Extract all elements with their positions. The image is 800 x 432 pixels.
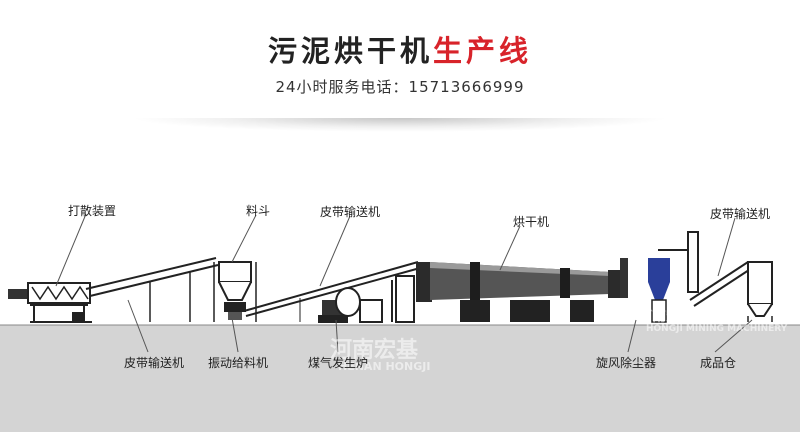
label-belt-conveyor-right: 皮带输送机 — [710, 207, 771, 221]
production-line-drawing — [0, 213, 800, 432]
rotary-dryer — [416, 262, 626, 322]
label-cyclone-collector: 旋风除尘器 — [596, 356, 657, 370]
breaker-machine — [8, 282, 92, 323]
label-gas-generator: 煤气发生炉 — [308, 356, 369, 370]
label-vibrating-feeder: 振动给料机 — [208, 356, 269, 370]
belt-conveyor-1 — [85, 257, 219, 322]
label-breaker: 打散装置 — [68, 204, 117, 218]
service-hotline: 24小时服务电话：15713666999 — [275, 78, 525, 96]
page-header: 污泥烘干机生产线 24小时服务电话：15713666999 — [0, 0, 800, 140]
hopper-and-feeder — [213, 261, 257, 322]
label-product-bin: 成品仓 — [700, 356, 737, 370]
page-title: 污泥烘干机生产线 — [0, 28, 800, 70]
belt-conveyor-2 — [243, 261, 421, 322]
label-hopper: 料斗 — [246, 204, 271, 218]
cyclone-dust-collector — [620, 231, 699, 323]
watermark-en-left: HENAN HONGJI — [338, 360, 431, 373]
ground — [0, 325, 800, 432]
label-belt-conveyor-bottom: 皮带输送机 — [124, 356, 185, 370]
label-dryer: 烘干机 — [513, 215, 550, 229]
production-line-diagram: 河南宏基 HENAN HONGJI 河南宏基重工 HONGJI MINING M… — [0, 140, 800, 432]
title-accent: 生产线 — [433, 34, 533, 68]
belt-conveyor-3 — [689, 261, 753, 307]
gas-generator — [318, 275, 415, 323]
title-main: 污泥烘干机 — [267, 34, 433, 68]
watermark-en-right: HONGJI MINING MACHINERY — [646, 324, 788, 334]
watermark-cn-right: 河南宏基重工 — [638, 309, 722, 325]
product-bin — [747, 261, 773, 322]
leader-lines — [55, 213, 753, 353]
watermark-cn-left: 河南宏基 — [330, 338, 419, 363]
header-divider — [130, 118, 670, 132]
label-belt-conveyor-mid: 皮带输送机 — [320, 205, 381, 219]
